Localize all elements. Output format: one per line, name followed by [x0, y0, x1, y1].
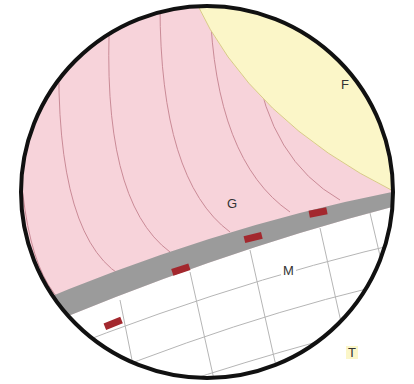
lens-outline: [21, 6, 393, 378]
region-label: T: [346, 346, 358, 359]
region-label: F: [339, 78, 351, 91]
yellow-corner: [0, 358, 60, 384]
yellow-region: [195, 0, 414, 192]
region-label: G: [225, 197, 239, 210]
red-dashes: [104, 207, 328, 330]
region-label: M: [281, 264, 296, 277]
yellow-corner: [300, 330, 414, 384]
